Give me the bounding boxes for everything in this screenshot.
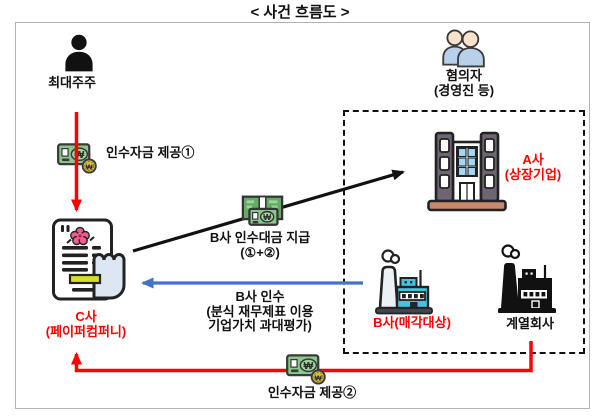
acquisition-label-line1: B사 인수: [235, 289, 285, 304]
company-a-label-line2: (상장기업): [504, 166, 562, 182]
payment-label-line1: B사 인수대금 지급: [209, 230, 311, 245]
document-icon: [50, 217, 128, 302]
company-a-label: A사 (상장기업): [493, 152, 573, 182]
shareholder-label: 최대주주: [48, 75, 96, 90]
seal-flower: [70, 226, 90, 246]
svg-text:₩: ₩: [303, 361, 313, 372]
company-b-label: B사(매각대상): [373, 315, 451, 330]
person-icon: [62, 32, 96, 75]
money-stack-icon: ₩: [241, 194, 284, 233]
company-c-label-line1: C사: [75, 309, 97, 324]
diagram-frame: [15, 22, 590, 409]
acquisition-label: B사 인수 (분식 재무제표 이용 기업가치 과대평가): [184, 289, 336, 334]
suspects-label: 혐의자 (경영진 등): [404, 68, 524, 98]
svg-text:₩: ₩: [315, 373, 323, 382]
svg-text:₩: ₩: [263, 212, 271, 222]
fund1-label: 인수자금 제공①: [106, 145, 195, 160]
company-a-label-line1: A사: [522, 152, 544, 167]
svg-text:₩: ₩: [74, 150, 84, 161]
acquisition-label-line2: (분식 재무제표 이용: [206, 303, 314, 319]
suspects-label-line1: 혐의자: [446, 68, 482, 83]
affiliate-label: 계열회사: [506, 316, 554, 331]
office-building-icon: [427, 130, 507, 212]
factory-cyan-icon: [368, 248, 435, 315]
company-c-label: C사 (페이퍼컴퍼니): [26, 309, 146, 339]
money-icon: ₩ ₩: [285, 353, 327, 385]
company-c-label-line2: (페이퍼컴퍼니): [45, 323, 127, 339]
people-icon: [440, 28, 488, 68]
acquisition-label-line3: 기업가치 과대평가): [208, 318, 312, 333]
svg-text:₩: ₩: [86, 162, 94, 171]
payment-label: B사 인수대금 지급 (①+②): [195, 230, 325, 260]
diagram-title: < 사건 흐름도 >: [250, 4, 350, 21]
money-icon: ₩ ₩: [56, 142, 98, 174]
suspects-label-line2: (경영진 등): [433, 82, 495, 98]
factory-black-icon: [496, 243, 557, 313]
fund2-label: 인수자금 제공②: [267, 385, 357, 400]
payment-label-line2: (①+②): [240, 244, 280, 260]
